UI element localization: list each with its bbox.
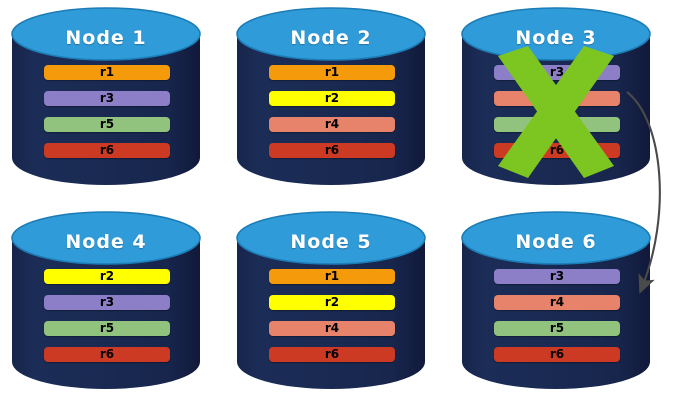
record-bar[interactable]: r5 [494,321,620,336]
record-bar[interactable]: r4 [494,295,620,310]
record-list: r2 r3 r5 r6 [44,269,170,362]
record-list: r1 r3 r5 r6 [44,65,170,158]
record-bar[interactable]: r4 [494,91,620,106]
record-bar[interactable]: r6 [494,143,620,158]
record-bar[interactable]: r3 [44,295,170,310]
record-bar[interactable]: r2 [44,269,170,284]
record-bar[interactable]: r3 [494,65,620,80]
record-bar[interactable]: r4 [269,321,395,336]
record-bar[interactable]: r6 [494,347,620,362]
record-bar[interactable]: r3 [494,269,620,284]
record-bar[interactable]: r1 [269,65,395,80]
node-3[interactable]: Node 3 r3 r4 r5 r6 [456,6,656,191]
record-bar[interactable]: r6 [44,347,170,362]
node-6[interactable]: Node 6 r3 r4 r5 r6 [456,210,656,395]
record-bar[interactable]: r6 [44,143,170,158]
node-2[interactable]: Node 2 r1 r2 r4 r6 [231,6,431,191]
record-bar[interactable]: r5 [494,117,620,132]
record-bar[interactable]: r6 [269,143,395,158]
record-bar[interactable]: r2 [269,295,395,310]
record-bar[interactable]: r2 [269,91,395,106]
record-bar[interactable]: r5 [44,117,170,132]
node-1[interactable]: Node 1 r1 r3 r5 r6 [6,6,206,191]
record-bar[interactable]: r1 [269,269,395,284]
record-bar[interactable]: r6 [269,347,395,362]
node-5[interactable]: Node 5 r1 r2 r4 r6 [231,210,431,395]
record-bar[interactable]: r3 [44,91,170,106]
record-list: r3 r4 r5 r6 [494,269,620,362]
node-4[interactable]: Node 4 r2 r3 r5 r6 [6,210,206,395]
record-bar[interactable]: r5 [44,321,170,336]
record-list: r1 r2 r4 r6 [269,65,395,158]
record-list: r1 r2 r4 r6 [269,269,395,362]
record-list: r3 r4 r5 r6 [494,65,620,158]
record-bar[interactable]: r1 [44,65,170,80]
record-bar[interactable]: r4 [269,117,395,132]
